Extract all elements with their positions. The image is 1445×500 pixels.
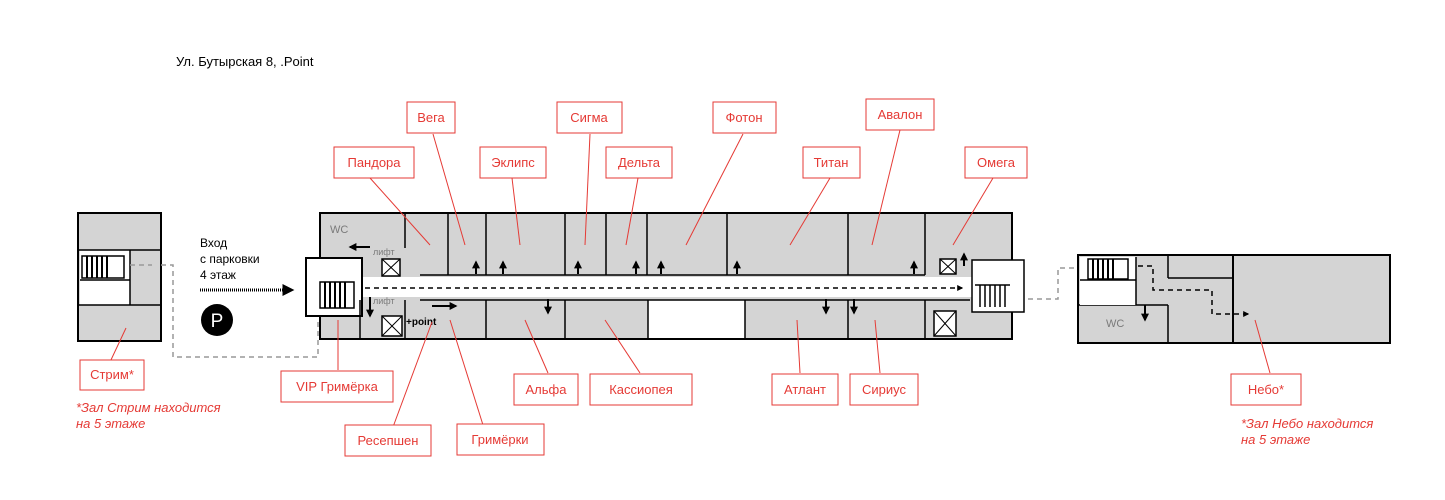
room-label-pandora[interactable]: Пандора (333, 146, 415, 179)
room-label-eklips[interactable]: Эклипс (479, 146, 547, 179)
stairs-icon (81, 255, 125, 279)
room-label-reception[interactable]: Ресепшен (344, 424, 432, 457)
svg-text:Титан: Титан (814, 155, 849, 170)
room-label-vega[interactable]: Вега (406, 101, 456, 134)
svg-text:Небо*: Небо* (1248, 382, 1284, 397)
svg-text:Вега: Вега (417, 110, 445, 125)
svg-text:Сигма: Сигма (570, 110, 608, 125)
point-logo: +point (406, 317, 437, 328)
room-label-grimerki[interactable]: Гримёрки (456, 423, 545, 456)
svg-text:Кассиопея: Кассиопея (609, 382, 673, 397)
svg-text:Атлант: Атлант (784, 382, 826, 397)
entrance-line2: с парковки (200, 252, 260, 266)
svg-text:P: P (211, 311, 224, 332)
room-label-omega[interactable]: Омега (964, 146, 1028, 179)
stairs-icon (319, 281, 355, 309)
route-line-nebo (1028, 267, 1078, 300)
wc-label: WC (330, 224, 348, 236)
room-label-sirius[interactable]: Сириус (849, 373, 919, 406)
stairs-icon (1087, 258, 1129, 280)
entrance-line1: Вход (200, 236, 227, 250)
nebo-building: WC (1077, 254, 1391, 344)
svg-text:Пандора: Пандора (347, 155, 401, 170)
elevator-icon (939, 258, 957, 275)
strim-note-line1: *Зал Стрим находится (76, 400, 221, 415)
lift-label: лифт (373, 247, 395, 257)
room-label-vip[interactable]: VIP Гримёрка (280, 370, 394, 403)
room-label-kassiopeya[interactable]: Кассиопея (589, 373, 693, 406)
room-label-sigma[interactable]: Сигма (556, 101, 623, 134)
room-label-avalon[interactable]: Авалон (865, 98, 935, 131)
room-label-foton[interactable]: Фотон (712, 101, 777, 134)
svg-text:Фотон: Фотон (725, 110, 762, 125)
parking-icon: P (201, 304, 233, 336)
svg-text:VIP Гримёрка: VIP Гримёрка (296, 379, 379, 394)
route-line-strim (130, 264, 319, 358)
svg-text:Гримёрки: Гримёрки (471, 432, 528, 447)
svg-text:Альфа: Альфа (526, 382, 568, 397)
room-label-atlant[interactable]: Атлант (771, 373, 839, 406)
elevator-icon (933, 310, 957, 337)
svg-text:Дельта: Дельта (618, 155, 661, 170)
nebo-note-line1: *Зал Небо находится (1241, 416, 1373, 431)
svg-text:Ресепшен: Ресепшен (358, 433, 419, 448)
elevator-icon (381, 258, 401, 277)
lift-label: лифт (373, 296, 395, 306)
wc-label: WC (1106, 318, 1124, 330)
svg-text:Сириус: Сириус (862, 382, 906, 397)
room-label-alfa[interactable]: Альфа (513, 373, 579, 406)
room-label-titan[interactable]: Титан (802, 146, 861, 179)
svg-text:Авалон: Авалон (878, 107, 923, 122)
direction-arrows (348, 243, 968, 318)
svg-text:Омега: Омега (977, 155, 1016, 170)
room-label-delta[interactable]: Дельта (605, 146, 673, 179)
room-label-nebo[interactable]: Небо* (1230, 373, 1302, 406)
room-label-strim[interactable]: Стрим* (79, 359, 145, 391)
svg-text:Стрим*: Стрим* (90, 367, 134, 382)
address-title: Ул. Бутырская 8, .Point (176, 54, 314, 69)
entrance-line3: 4 этаж (200, 268, 236, 282)
svg-text:Эклипс: Эклипс (491, 155, 535, 170)
leader-lines (109, 129, 1271, 428)
stairs-icon (975, 284, 1010, 307)
nebo-note-line2: на 5 этаже (1241, 432, 1310, 447)
elevator-icon (381, 315, 403, 337)
strim-note-line2: на 5 этаже (76, 416, 145, 431)
strim-building (77, 212, 162, 342)
route-to-nebo (1138, 265, 1250, 317)
main-building: WC лифт лифт +point (305, 212, 1025, 340)
